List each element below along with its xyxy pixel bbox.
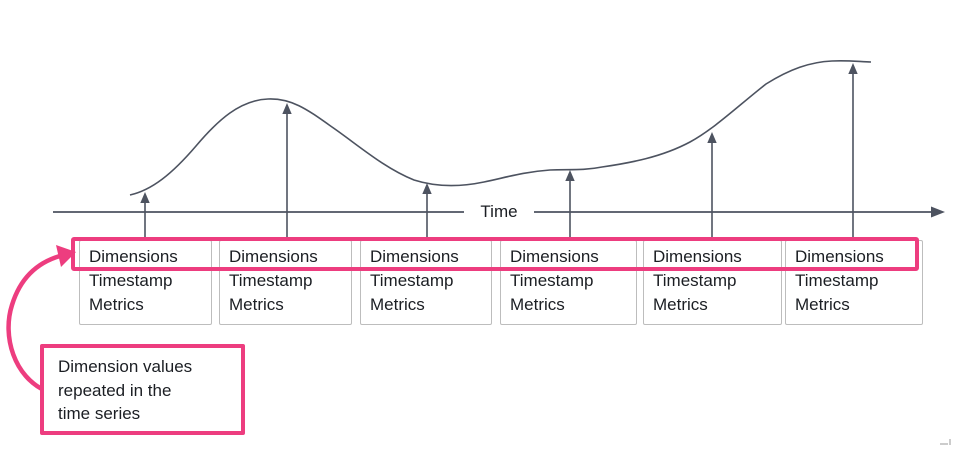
sample-arrow-6 [848, 63, 858, 238]
time-series-curve [129, 59, 872, 196]
record-card-3: Dimensions Timestamp Metrics [360, 240, 492, 325]
record-card-1: Dimensions Timestamp Metrics [79, 240, 212, 325]
sample-arrow-1 [140, 192, 150, 238]
time-axis-label: Time [480, 202, 518, 221]
record-field-dimensions: Dimensions [229, 247, 318, 266]
stray-artifact-mark [940, 439, 951, 445]
time-axis-arrowhead-icon [931, 206, 945, 218]
up-arrowhead-icon [848, 63, 858, 74]
up-arrowhead-icon [707, 132, 717, 143]
record-field-metrics: Metrics [229, 295, 284, 314]
dimensions-highlight-band [71, 237, 919, 271]
up-arrowhead-icon [422, 183, 432, 194]
record-field-timestamp: Timestamp [229, 271, 313, 290]
record-field-timestamp: Timestamp [89, 271, 173, 290]
record-field-timestamp: Timestamp [510, 271, 594, 290]
up-arrowhead-icon [565, 170, 575, 181]
record-field-metrics: Metrics [370, 295, 425, 314]
record-field-dimensions: Dimensions [510, 247, 599, 266]
record-field-dimensions: Dimensions [653, 247, 742, 266]
callout-text-line: Dimension values [58, 357, 193, 376]
sample-arrow-5 [707, 132, 717, 238]
record-field-dimensions: Dimensions [370, 247, 459, 266]
record-field-metrics: Metrics [795, 295, 850, 314]
record-card-4: Dimensions Timestamp Metrics [500, 240, 637, 325]
sample-arrow-2 [282, 103, 292, 238]
callout-text-line: repeated in the [58, 380, 172, 400]
record-field-dimensions: Dimensions [795, 247, 884, 266]
sample-arrow-3 [422, 183, 432, 238]
up-arrowhead-icon [140, 192, 150, 203]
record-field-dimensions: Dimensions [89, 247, 178, 266]
record-field-metrics: Metrics [89, 295, 144, 314]
record-field-timestamp: Timestamp [653, 271, 737, 290]
record-field-metrics: Metrics [510, 295, 565, 314]
up-arrowhead-icon [282, 103, 292, 114]
record-card-5: Dimensions Timestamp Metrics [643, 240, 782, 325]
record-field-timestamp: Timestamp [370, 271, 454, 290]
sample-arrow-4 [565, 170, 575, 238]
callout-text-line: time series [58, 404, 141, 423]
callout-box: Dimension values repeated in the time se… [40, 344, 245, 435]
record-card-6: Dimensions Timestamp Metrics [785, 240, 923, 325]
record-field-timestamp: Timestamp [795, 271, 879, 290]
record-field-metrics: Metrics [653, 295, 708, 314]
